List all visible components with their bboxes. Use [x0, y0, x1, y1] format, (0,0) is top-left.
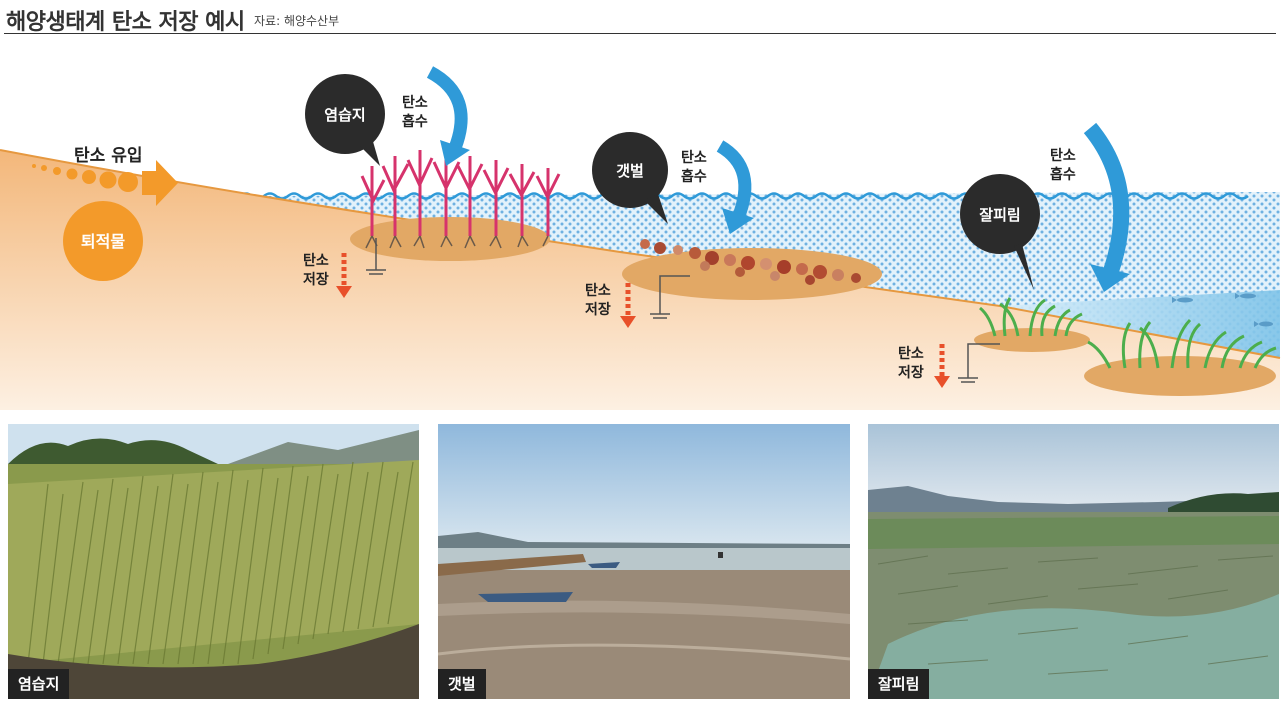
bubble-label-salt-marsh: 염습지: [324, 106, 365, 124]
photo-caption-salt-marsh: 염습지: [8, 669, 70, 699]
salt-marsh-mound: [350, 217, 550, 261]
source-note: 자료: 해양수산부: [254, 14, 340, 28]
absorb-label-1b: 흡수: [402, 113, 428, 130]
photo-caption-mudflat: 갯벌: [438, 669, 486, 699]
storage-indicator-3: 탄소 저장: [898, 343, 1000, 388]
bubble-seagrass: 잘피림: [960, 174, 1040, 290]
seagrass-mound-2: [1084, 356, 1276, 396]
svg-text:저장: 저장: [585, 301, 611, 318]
storage-indicator-2: 탄소 저장: [585, 275, 690, 328]
carbon-inflow-arrow: [142, 160, 178, 206]
bubble-salt-marsh: 염습지: [305, 74, 385, 166]
svg-text:저장: 저장: [303, 271, 329, 288]
storage-indicator-1: 탄소 저장: [303, 238, 386, 298]
svg-text:탄소: 탄소: [585, 282, 611, 299]
sediment-label: 퇴적물: [81, 232, 125, 251]
svg-text:탄소: 탄소: [898, 345, 924, 362]
fish-icons: [1172, 293, 1273, 327]
absorb-label-3a: 탄소: [1050, 147, 1076, 164]
page-title: 해양생태계 탄소 저장 예시: [6, 10, 245, 35]
carbon-inflow-label: 탄소 유입: [74, 146, 142, 166]
absorb-label-2b: 흡수: [681, 168, 707, 185]
mudflat-mound: [622, 248, 882, 300]
absorb-arrow-3: [1083, 122, 1130, 277]
salt-marsh-roots: [365, 235, 549, 249]
svg-text:탄소: 탄소: [303, 252, 329, 269]
absorb-label-1a: 탄소: [402, 94, 428, 111]
carbon-inflow-dots: [32, 164, 138, 192]
absorb-label-3b: 흡수: [1050, 166, 1076, 183]
deep-water: [1000, 290, 1280, 358]
salt-marsh-plants: [360, 150, 561, 236]
bubble-label-seagrass: 잘피림: [979, 206, 1020, 224]
absorb-label-2a: 탄소: [681, 149, 707, 166]
photo-caption-seagrass: 잘피림: [868, 669, 930, 699]
bubble-label-mudflat: 갯벌: [616, 162, 644, 180]
seagrass-plants: [979, 297, 1277, 369]
absorb-arrow-2: [716, 140, 752, 221]
mudflat-organisms: [640, 239, 861, 285]
absorb-arrow-1: [426, 66, 468, 151]
bubble-mudflat: 갯벌: [592, 132, 668, 224]
seagrass-mound-1: [974, 328, 1090, 352]
carbon-storage-diagram: 탄소 유입 퇴적물 탄소: [0, 66, 1281, 410]
photo-salt-marsh: 염습지: [8, 424, 419, 699]
header: 해양생태계 탄소 저장 예시 자료: 해양수산부: [0, 0, 1286, 36]
title-divider: [4, 33, 1276, 34]
photo-mudflat: 갯벌: [438, 424, 850, 699]
photo-seagrass: 잘피림: [868, 424, 1279, 699]
svg-text:저장: 저장: [898, 364, 924, 381]
sediment-circle: [63, 201, 143, 281]
